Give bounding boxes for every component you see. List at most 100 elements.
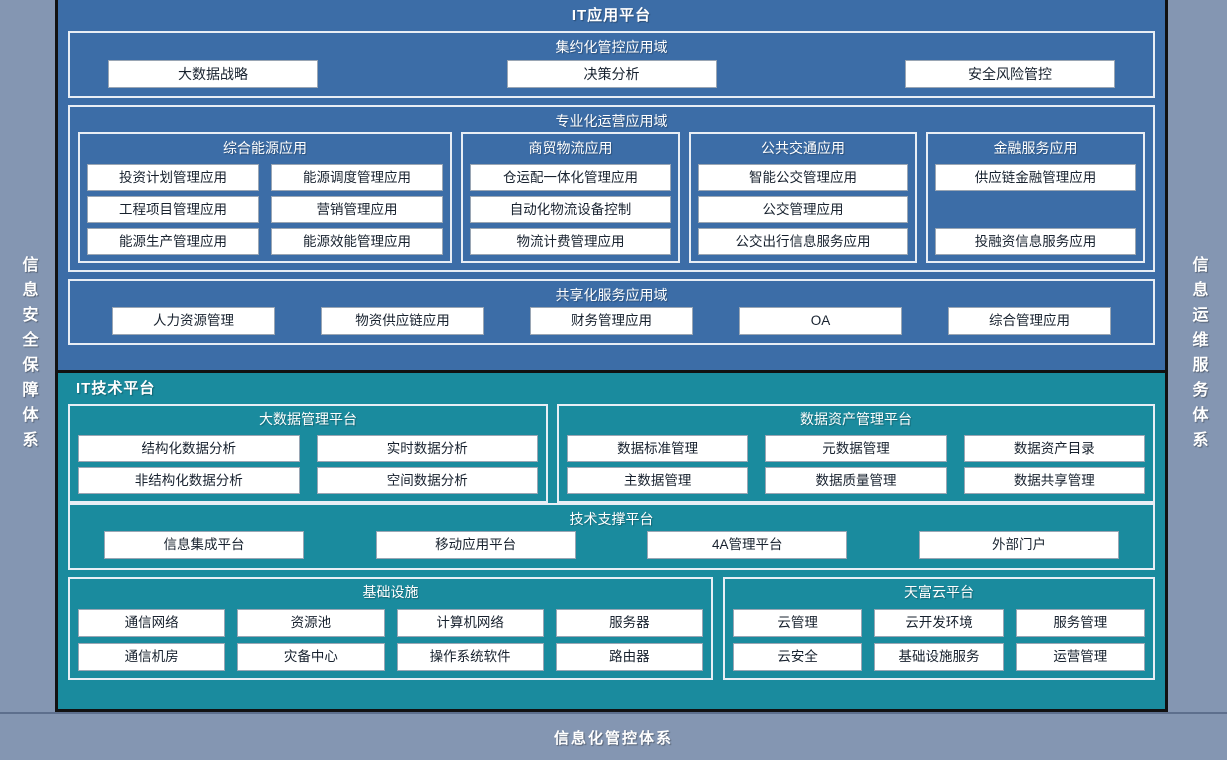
tech-chip-structured-data-analysis[interactable]: 结构化数据分析	[78, 435, 300, 462]
group-infrastructure-title: 基础设施	[362, 584, 419, 600]
group-financial-services-row-2	[935, 196, 1136, 223]
group-data-asset-platform-title: 数据资产管理平台	[800, 411, 912, 427]
group-integrated-energy-row-1: 投资计划管理应用 能源调度管理应用	[87, 164, 443, 191]
app-chip-decision-analysis[interactable]: 决策分析	[506, 60, 717, 88]
app-chip-comprehensive-mgmt[interactable]: 综合管理应用	[948, 307, 1111, 335]
group-technical-support-platform-items: 信息集成平台 移动应用平台 4A管理平台 外部门户	[78, 530, 1145, 561]
group-financial-services-title: 金融服务应用	[993, 140, 1078, 156]
group-data-asset-platform-row-1: 数据标准管理 元数据管理 数据资产目录	[567, 435, 1145, 462]
app-chip-warehouse-transport-integration[interactable]: 仓运配一体化管理应用	[470, 164, 671, 191]
group-public-transport-title: 公共交通应用	[761, 140, 845, 156]
tech-chip-realtime-data-analysis[interactable]: 实时数据分析	[316, 435, 538, 462]
app-chip-energy-dispatch-mgmt[interactable]: 能源调度管理应用	[271, 164, 443, 191]
app-chip-smart-bus-mgmt[interactable]: 智能公交管理应用	[698, 164, 908, 191]
domain-intensive-control-items: 大数据战略 决策分析 安全风险管控	[78, 58, 1145, 89]
it-technology-platform: IT技术平台 大数据管理平台 结构化数据分析 实时数据分析 非结构化数据分析 空…	[58, 370, 1165, 709]
tech-chip-master-data-mgmt[interactable]: 主数据管理	[567, 467, 749, 494]
group-public-transport-row-1: 智能公交管理应用	[698, 164, 908, 191]
tech-chip-cloud-dev-environment[interactable]: 云开发环境	[874, 609, 1004, 637]
app-chip-oa[interactable]: OA	[739, 307, 902, 335]
domain-shared-services-title: 共享化服务应用域	[555, 287, 668, 303]
app-chip-bus-travel-info-service[interactable]: 公交出行信息服务应用	[698, 228, 908, 255]
tech-chip-service-management[interactable]: 服务管理	[1015, 609, 1145, 637]
left-rail-information-security: 信息安全保障体系	[0, 0, 55, 712]
tech-chip-server[interactable]: 服务器	[555, 609, 703, 637]
tech-chip-cloud-security[interactable]: 云安全	[733, 643, 863, 671]
app-chip-automated-logistics-control[interactable]: 自动化物流设备控制	[470, 196, 671, 223]
group-tianfu-cloud-row-2: 云安全 基础设施服务 运营管理	[733, 643, 1145, 671]
right-rail-it-operations: 信息运维服务体系	[1168, 0, 1227, 712]
group-big-data-platform-title: 大数据管理平台	[259, 411, 357, 427]
tech-chip-data-asset-catalog[interactable]: 数据资产目录	[963, 435, 1145, 462]
app-chip-supply-chain-finance-mgmt[interactable]: 供应链金融管理应用	[935, 164, 1136, 191]
app-chip-big-data-strategy[interactable]: 大数据战略	[108, 60, 318, 88]
tech-chip-information-integration-platform[interactable]: 信息集成平台	[104, 531, 304, 559]
app-chip-investment-financing-info-service[interactable]: 投融资信息服务应用	[935, 228, 1136, 255]
group-infrastructure: 基础设施 通信网络 资源池 计算机网络 服务器 通信机房 灾备中心 操作系统软件…	[68, 577, 713, 680]
app-chip-finance-mgmt[interactable]: 财务管理应用	[530, 307, 693, 335]
group-trade-logistics-row-2: 自动化物流设备控制	[470, 196, 671, 223]
tech-chip-4a-management-platform[interactable]: 4A管理平台	[647, 531, 848, 559]
tech-chip-communication-network[interactable]: 通信网络	[78, 609, 226, 637]
group-financial-services-row-3: 投融资信息服务应用	[935, 228, 1136, 255]
tech-chip-disaster-recovery-center[interactable]: 灾备中心	[237, 643, 385, 671]
group-technical-support-platform-title: 技术支撑平台	[569, 511, 654, 527]
domain-professional-operations-title: 专业化运营应用域	[555, 113, 668, 129]
app-chip-logistics-billing-mgmt[interactable]: 物流计费管理应用	[470, 228, 671, 255]
it-technology-platform-title: IT技术平台	[76, 380, 156, 397]
group-tianfu-cloud-platform: 天富云平台 云管理 云开发环境 服务管理 云安全 基础设施服务 运营管理	[723, 577, 1155, 680]
app-chip-engineering-project-mgmt[interactable]: 工程项目管理应用	[87, 196, 259, 223]
tech-top-row: 大数据管理平台 结构化数据分析 实时数据分析 非结构化数据分析 空间数据分析 数…	[68, 404, 1155, 503]
group-big-data-platform-row-1: 结构化数据分析 实时数据分析	[78, 435, 538, 462]
tech-chip-router[interactable]: 路由器	[555, 643, 703, 671]
right-rail-label: 信息运维服务体系	[1189, 256, 1207, 456]
group-public-transport-row-3: 公交出行信息服务应用	[698, 228, 908, 255]
tech-chip-data-sharing-mgmt[interactable]: 数据共享管理	[963, 467, 1145, 494]
group-big-data-platform-row-2: 非结构化数据分析 空间数据分析	[78, 467, 538, 494]
main-column: IT应用平台 集约化管控应用域 大数据战略 决策分析 安全风险管控 专业化运营应…	[55, 0, 1168, 712]
domain-shared-services-items: 人力资源管理 物资供应链应用 财务管理应用 OA 综合管理应用	[78, 306, 1145, 336]
domain-professional-operations-groups: 综合能源应用 投资计划管理应用 能源调度管理应用 工程项目管理应用 营销管理应用…	[78, 132, 1145, 263]
group-financial-services-row-1: 供应链金融管理应用	[935, 164, 1136, 191]
app-chip-investment-plan-mgmt[interactable]: 投资计划管理应用	[87, 164, 259, 191]
tech-chip-data-standard-mgmt[interactable]: 数据标准管理	[567, 435, 749, 462]
left-rail-label: 信息安全保障体系	[19, 256, 37, 456]
app-chip-material-supply-chain[interactable]: 物资供应链应用	[321, 307, 484, 335]
tech-chip-communication-room[interactable]: 通信机房	[78, 643, 226, 671]
app-chip-hr-mgmt[interactable]: 人力资源管理	[112, 307, 275, 335]
app-chip-bus-mgmt[interactable]: 公交管理应用	[698, 196, 908, 223]
tech-chip-external-portal[interactable]: 外部门户	[918, 531, 1119, 559]
tech-chip-unstructured-data-analysis[interactable]: 非结构化数据分析	[78, 467, 300, 494]
tech-chip-operations-management[interactable]: 运营管理	[1015, 643, 1145, 671]
tech-chip-infrastructure-service[interactable]: 基础设施服务	[874, 643, 1004, 671]
tech-chip-metadata-mgmt[interactable]: 元数据管理	[765, 435, 947, 462]
tech-chip-computer-network[interactable]: 计算机网络	[396, 609, 544, 637]
group-technical-support-platform: 技术支撑平台 信息集成平台 移动应用平台 4A管理平台 外部门户	[68, 503, 1155, 570]
app-chip-security-risk-control[interactable]: 安全风险管控	[905, 60, 1115, 88]
tech-chip-operating-system-software[interactable]: 操作系统软件	[396, 643, 544, 671]
group-big-data-platform: 大数据管理平台 结构化数据分析 实时数据分析 非结构化数据分析 空间数据分析	[68, 404, 548, 503]
app-chip-marketing-mgmt[interactable]: 营销管理应用	[271, 196, 443, 223]
bottom-band-label: 信息化管控体系	[553, 729, 673, 747]
domain-shared-services: 共享化服务应用域 人力资源管理 物资供应链应用 财务管理应用 OA 综合管理应用	[68, 279, 1155, 345]
tech-chip-cloud-management[interactable]: 云管理	[733, 609, 863, 637]
tech-chip-spatial-data-analysis[interactable]: 空间数据分析	[316, 467, 538, 494]
app-chip-energy-efficiency-mgmt[interactable]: 能源效能管理应用	[271, 228, 443, 255]
group-trade-logistics-row-1: 仓运配一体化管理应用	[470, 164, 671, 191]
tech-chip-mobile-application-platform[interactable]: 移动应用平台	[375, 531, 576, 559]
group-tianfu-cloud-platform-title: 天富云平台	[904, 584, 974, 600]
domain-intensive-control: 集约化管控应用域 大数据战略 决策分析 安全风险管控	[68, 31, 1155, 98]
group-public-transport-row-2: 公交管理应用	[698, 196, 908, 223]
it-application-platform: IT应用平台 集约化管控应用域 大数据战略 决策分析 安全风险管控 专业化运营应…	[58, 0, 1165, 370]
group-tianfu-cloud-row-1: 云管理 云开发环境 服务管理	[733, 609, 1145, 637]
tech-chip-resource-pool[interactable]: 资源池	[237, 609, 385, 637]
bottom-band-informatization-governance: 信息化管控体系	[0, 712, 1227, 760]
group-trade-logistics: 商贸物流应用 仓运配一体化管理应用 自动化物流设备控制 物流计费管理应用	[461, 132, 680, 263]
group-integrated-energy-row-2: 工程项目管理应用 营销管理应用	[87, 196, 443, 223]
tech-bottom-row: 基础设施 通信网络 资源池 计算机网络 服务器 通信机房 灾备中心 操作系统软件…	[68, 577, 1155, 680]
app-chip-energy-production-mgmt[interactable]: 能源生产管理应用	[87, 228, 259, 255]
tech-chip-data-quality-mgmt[interactable]: 数据质量管理	[765, 467, 947, 494]
group-infrastructure-row-1: 通信网络 资源池 计算机网络 服务器	[78, 609, 703, 637]
group-financial-services: 金融服务应用 供应链金融管理应用 投融资信息服务应用	[926, 132, 1145, 263]
